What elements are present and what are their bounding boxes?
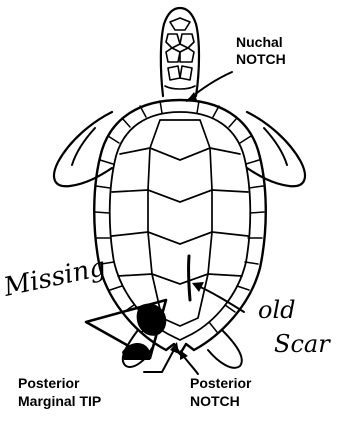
nuchal-label-line1: Nuchal bbox=[236, 34, 283, 50]
right-rear-flipper bbox=[208, 330, 242, 368]
old-handwritten-label: old bbox=[258, 296, 296, 324]
nuchal-label-line2: NOTCH bbox=[236, 51, 286, 67]
right-front-flipper bbox=[247, 112, 305, 186]
marginal-scute-ring bbox=[110, 112, 251, 340]
turtle-head bbox=[161, 8, 199, 96]
scar-handwritten-label: Scar bbox=[274, 330, 331, 358]
costal-scutes bbox=[112, 148, 248, 276]
missing-handwritten-label: Missing bbox=[0, 252, 108, 303]
posterior-marginal-tip-label-line1: Posterior bbox=[18, 375, 80, 391]
posterior-marginal-tip-label-line2: Marginal TIP bbox=[18, 393, 101, 409]
posterior-notch-pointer bbox=[180, 350, 198, 374]
missing-section bbox=[86, 300, 166, 360]
old-scar-mark bbox=[189, 256, 190, 300]
marginal-scute-dividers bbox=[95, 101, 264, 332]
carapace-outline bbox=[94, 100, 266, 354]
vertebral-scutes bbox=[148, 120, 212, 326]
posterior-notch-label-line1: Posterior bbox=[190, 375, 252, 391]
posterior-notch-label-line2: NOTCH bbox=[190, 393, 240, 409]
